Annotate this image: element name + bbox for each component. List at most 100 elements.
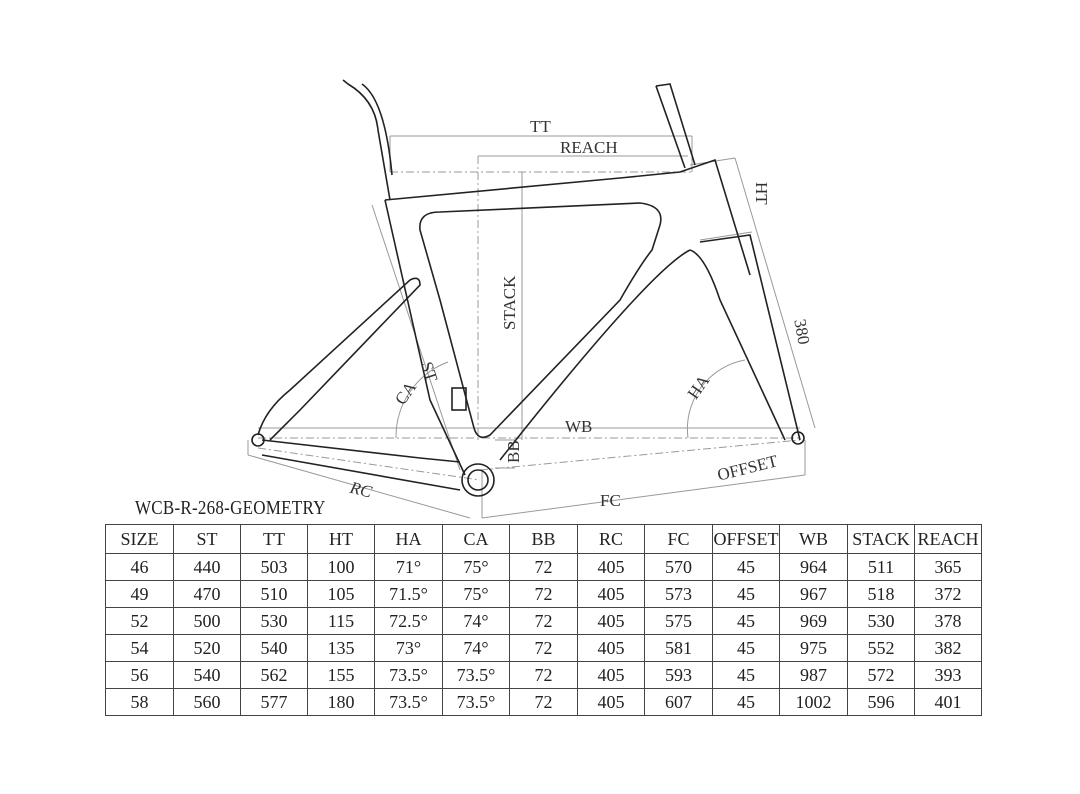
- label-fc: FC: [600, 491, 621, 510]
- cell: 71.5°: [374, 580, 443, 608]
- geometry-table: SIZE ST TT HT HA CA BB RC FC OFFSET WB S…: [105, 524, 982, 716]
- frame-geometry-diagram: TT REACH HT STACK 380 ST CA HA WB BB RC …: [247, 79, 816, 519]
- label-tt: TT: [530, 117, 551, 136]
- cell: 405: [577, 661, 645, 689]
- cell: 518: [847, 580, 915, 608]
- col-st: ST: [173, 524, 241, 554]
- cell: 56: [105, 661, 174, 689]
- col-wb: WB: [779, 524, 848, 554]
- cell: 593: [644, 661, 713, 689]
- cell: 54: [105, 634, 174, 662]
- cell: 552: [847, 634, 915, 662]
- col-size: SIZE: [105, 524, 174, 554]
- label-ha: HA: [684, 371, 714, 403]
- cell: 530: [240, 607, 308, 635]
- cell: 45: [712, 688, 780, 716]
- cell: 405: [577, 580, 645, 608]
- cell: 72: [509, 553, 578, 581]
- label-bb: BB: [504, 440, 523, 463]
- cell: 72: [509, 688, 578, 716]
- cell: 570: [644, 553, 713, 581]
- cell: 100: [307, 553, 375, 581]
- col-reach: REACH: [914, 524, 982, 554]
- cell: 73.5°: [442, 688, 510, 716]
- cell: 45: [712, 580, 780, 608]
- cell: 969: [779, 607, 848, 635]
- geometry-title: WCB-R-268-GEOMETRY: [135, 497, 326, 519]
- cell: 520: [173, 634, 241, 662]
- col-tt: TT: [240, 524, 308, 554]
- cell: 401: [914, 688, 982, 716]
- cell: 73°: [374, 634, 443, 662]
- label-stack: STACK: [500, 275, 519, 330]
- cell: 45: [712, 634, 780, 662]
- cell: 573: [644, 580, 713, 608]
- cell: 135: [307, 634, 375, 662]
- cell: 560: [173, 688, 241, 716]
- cell: 72: [509, 607, 578, 635]
- cell: 73.5°: [374, 661, 443, 689]
- cell: 75°: [442, 580, 510, 608]
- cell: 45: [712, 553, 780, 581]
- cell: 405: [577, 553, 645, 581]
- col-ca: CA: [442, 524, 510, 554]
- cell: 540: [240, 634, 308, 662]
- cell: 73.5°: [442, 661, 510, 689]
- col-rc: RC: [577, 524, 645, 554]
- label-st: ST: [417, 359, 441, 384]
- cell: 581: [644, 634, 713, 662]
- cell: 72.5°: [374, 607, 443, 635]
- label-ht: HT: [752, 182, 771, 205]
- label-fork-length: 380: [790, 318, 813, 346]
- cell: 365: [914, 553, 982, 581]
- cell: 115: [307, 607, 375, 635]
- cell: 155: [307, 661, 375, 689]
- cell: 503: [240, 553, 308, 581]
- col-offset: OFFSET: [712, 524, 780, 554]
- cell: 470: [173, 580, 241, 608]
- label-ca: CA: [391, 378, 421, 409]
- cell: 74°: [442, 607, 510, 635]
- table-header-row: SIZE ST TT HT HA CA BB RC FC OFFSET WB S…: [105, 524, 982, 554]
- cell: 72: [509, 580, 578, 608]
- cell: 500: [173, 607, 241, 635]
- label-rc: RC: [347, 478, 374, 502]
- cell: 72: [509, 661, 578, 689]
- cell: 52: [105, 607, 174, 635]
- cell: 405: [577, 634, 645, 662]
- cell: 378: [914, 607, 982, 635]
- label-reach: REACH: [560, 138, 618, 157]
- cell: 71°: [374, 553, 443, 581]
- label-wb: WB: [565, 417, 592, 436]
- col-stack: STACK: [847, 524, 915, 554]
- cell: 510: [240, 580, 308, 608]
- cell: 45: [712, 607, 780, 635]
- cell: 105: [307, 580, 375, 608]
- cell: 511: [847, 553, 915, 581]
- cell: 46: [105, 553, 174, 581]
- cell: 967: [779, 580, 848, 608]
- cell: 562: [240, 661, 308, 689]
- cell: 572: [847, 661, 915, 689]
- cell: 372: [914, 580, 982, 608]
- cell: 575: [644, 607, 713, 635]
- cell: 440: [173, 553, 241, 581]
- cell: 180: [307, 688, 375, 716]
- cell: 405: [577, 607, 645, 635]
- col-ht: HT: [307, 524, 375, 554]
- cell: 577: [240, 688, 308, 716]
- cell: 382: [914, 634, 982, 662]
- cell: 530: [847, 607, 915, 635]
- cell: 393: [914, 661, 982, 689]
- col-ha: HA: [374, 524, 443, 554]
- cell: 58: [105, 688, 174, 716]
- cell: 540: [173, 661, 241, 689]
- cell: 987: [779, 661, 848, 689]
- col-fc: FC: [644, 524, 713, 554]
